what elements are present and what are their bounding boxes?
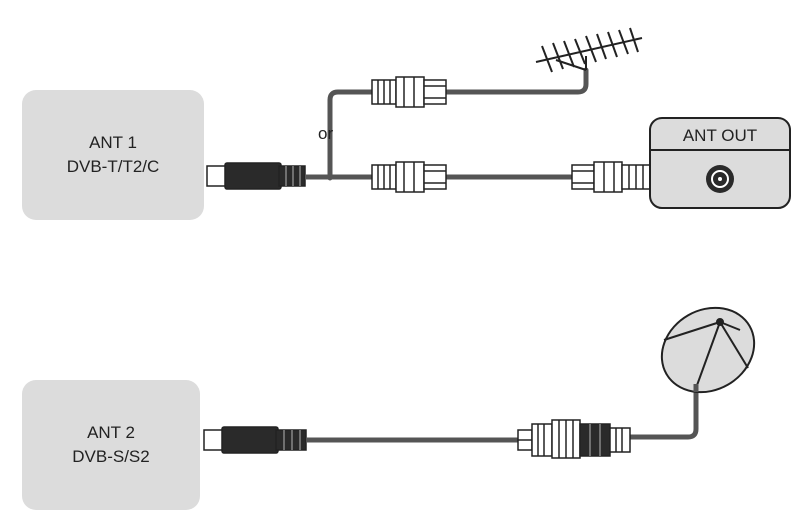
ant-out-label: ANT OUT — [683, 126, 757, 145]
antout-coax-connector-icon — [571, 161, 651, 193]
terrestrial-antenna-icon — [535, 27, 643, 73]
ant1-plug-icon — [206, 162, 306, 190]
ant2-port-box: ANT 2 DVB-S/S2 — [22, 380, 200, 510]
satellite-cable — [315, 389, 699, 443]
antenna-coax-connector-icon — [371, 76, 447, 108]
ant2-standard: DVB-S/S2 — [72, 447, 150, 466]
ant1-standard: DVB-T/T2/C — [66, 157, 160, 176]
satellite-dish-icon — [660, 306, 756, 394]
ant2-plug-icon — [203, 426, 318, 454]
f-connector-icon — [517, 419, 631, 459]
ant1-name: ANT 1 — [89, 133, 137, 152]
antenna-cable — [327, 67, 589, 181]
or-label: or — [318, 124, 333, 143]
ant-out-device: ANT OUT — [649, 117, 791, 209]
main-coax-connector-icon — [371, 161, 447, 193]
ant1-port-box: ANT 1 DVB-T/T2/C — [22, 90, 204, 220]
ant-out-socket-icon — [706, 165, 734, 193]
ant2-name: ANT 2 — [87, 423, 135, 442]
